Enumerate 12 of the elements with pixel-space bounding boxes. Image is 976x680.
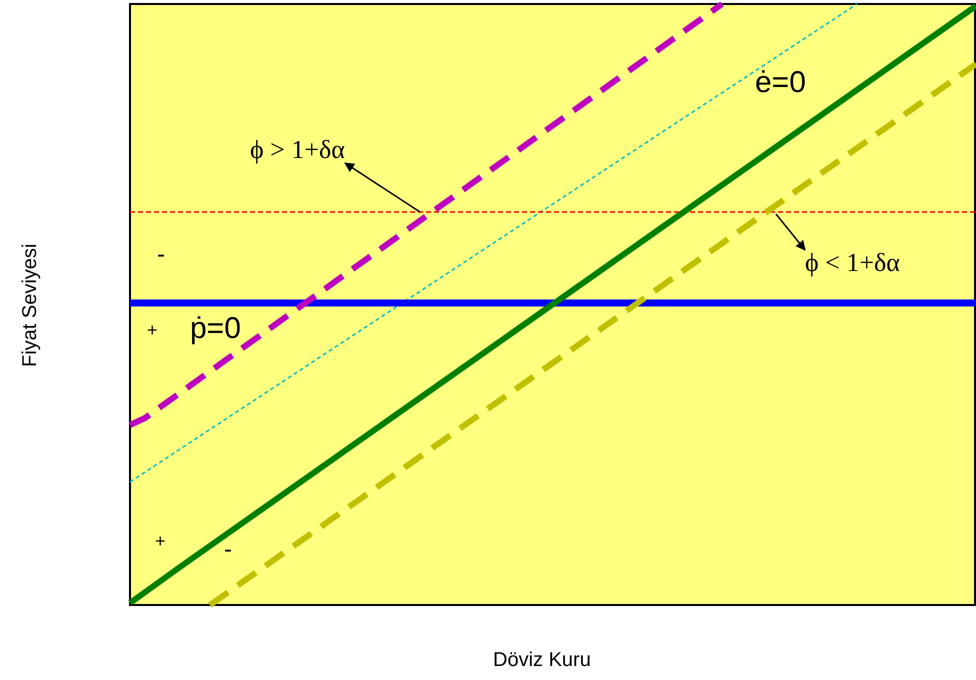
sign-mark: + <box>155 532 166 550</box>
axis-title: Fiyat Seviyesi <box>20 243 40 366</box>
axis-title: Döviz Kuru <box>493 650 591 670</box>
arrow <box>344 162 420 213</box>
arrow <box>775 214 806 251</box>
curve-label: ϕ < 1+δα <box>805 250 900 276</box>
sign-mark: - <box>224 538 232 562</box>
sign-mark: - <box>157 243 165 267</box>
curve-label: ṗ=0 <box>190 314 241 344</box>
sign-mark: + <box>147 321 158 339</box>
curve-label: ė=0 <box>755 68 806 98</box>
curve-label: ϕ > 1+δα <box>250 137 345 163</box>
